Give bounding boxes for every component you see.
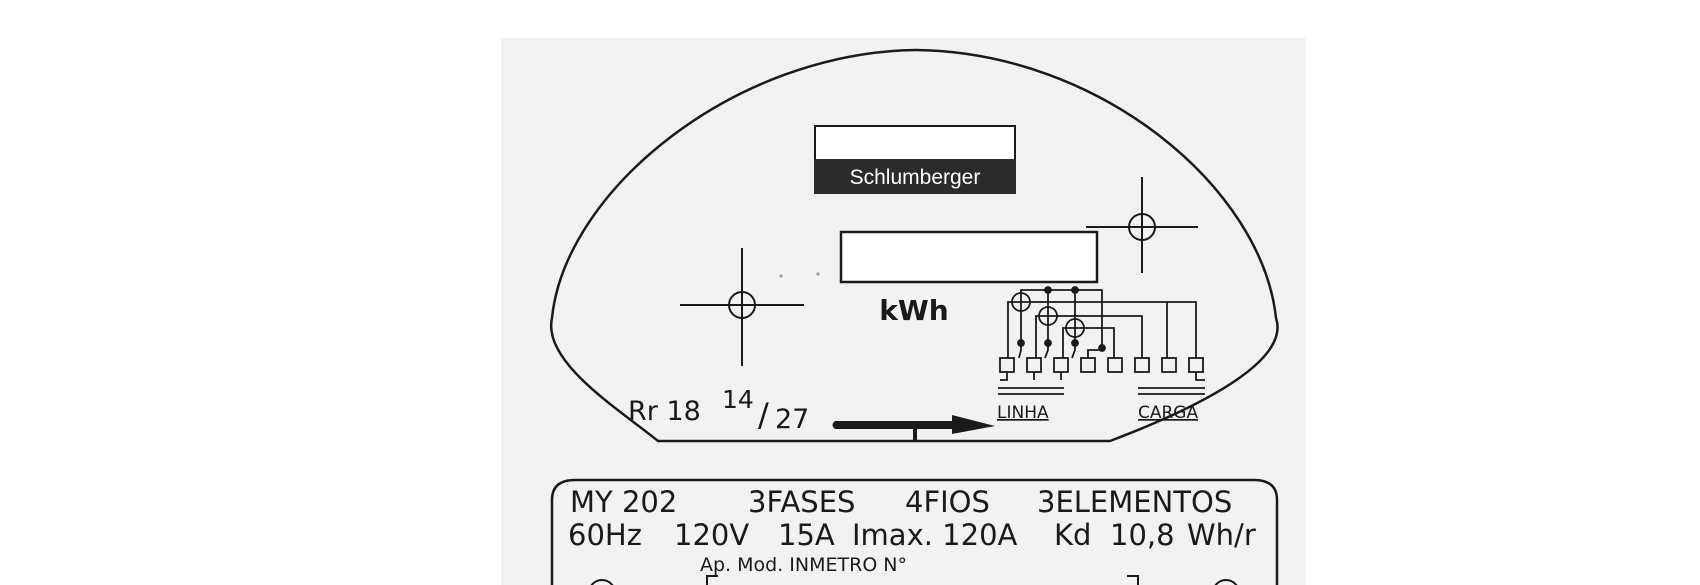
- dot-marker: [816, 272, 820, 276]
- mounting-hole-icon: [1214, 579, 1238, 585]
- nameplate-frame: [550, 478, 1279, 585]
- kd-unit: Wh/r: [1187, 518, 1256, 552]
- register-window: [839, 230, 1099, 284]
- coil-icon: [1011, 292, 1031, 312]
- left-crosshair-icon: [680, 248, 804, 366]
- dial-outline: [549, 48, 1279, 443]
- frequency-text: 60Hz: [568, 518, 642, 552]
- brand-name: Schlumberger: [850, 166, 981, 189]
- wires-text: 4FIOS: [905, 485, 990, 519]
- brand-logo: Schlumberger: [814, 125, 1016, 194]
- right-crosshair-icon: [1086, 177, 1198, 273]
- voltage-text: 120V: [674, 518, 749, 552]
- rotation-arrow-icon: [832, 415, 995, 441]
- coil-icon: [1038, 306, 1058, 326]
- gear-ratio-numerator: 14: [722, 385, 754, 414]
- approval-label: Ap. Mod. INMETRO N°: [700, 554, 907, 576]
- current-text: 15A: [778, 518, 835, 552]
- approval-field-corner: [1127, 575, 1139, 585]
- kd-label: Kd: [1054, 518, 1091, 552]
- mounting-hole-icon: [590, 579, 614, 585]
- gear-ratio-denominator: 27: [775, 404, 809, 435]
- wiring-diagram: [998, 286, 1205, 395]
- gear-ratio-separator: /: [758, 396, 769, 434]
- model-text: MY 202: [570, 485, 677, 519]
- coil-icon: [1065, 318, 1085, 338]
- load-terminals-label: CARGA: [1138, 403, 1198, 423]
- gear-ratio-prefix: Rr 18: [628, 396, 701, 427]
- line-terminals-label: LINHA: [997, 403, 1049, 423]
- kd-value: 10,8: [1110, 518, 1175, 552]
- elements-text: 3ELEMENTOS: [1037, 485, 1232, 519]
- imax-text: Imax. 120A: [852, 518, 1018, 552]
- dot-marker: [779, 274, 783, 278]
- register-unit: kWh: [879, 294, 948, 327]
- phases-text: 3FASES: [748, 485, 855, 519]
- approval-field-corner: [706, 575, 718, 585]
